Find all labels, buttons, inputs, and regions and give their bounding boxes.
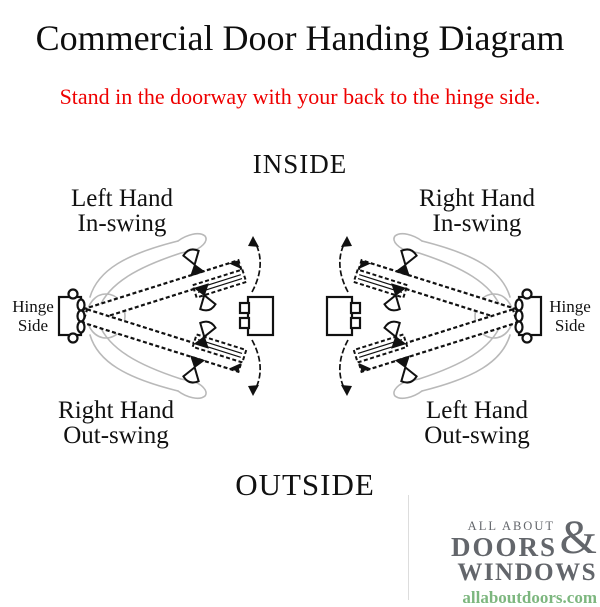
label-right-outswing-line2: Out-swing [424,422,530,449]
label-left-outswing-line2: Out-swing [63,422,169,449]
hinge-side-label-right: Hinge Side [538,297,600,335]
label-left-outswing-line1: Right Hand [58,397,174,424]
label-right-outswing-line1: Left Hand [425,397,529,424]
outside-label: OUTSIDE [235,467,375,502]
label-right-inswing-line2: In-swing [432,210,522,237]
label-left-inswing-line1: Left Hand [70,185,174,212]
logo-doors: DOORS [450,531,557,562]
logo: & ALL ABOUT DOORS WINDOWS allaboutdoors.… [432,511,597,607]
hinge-side-label-left: Hinge Side [1,297,65,335]
inside-label: INSIDE [252,149,348,179]
hinge-side-right-line1: Hinge [549,297,591,316]
label-right-inswing-line1: Right Hand [419,185,535,212]
label-left-inswing-line2: In-swing [77,210,167,237]
left-door-diagram [57,232,275,400]
label-left-outswing: Right Hand Out-swing [26,398,206,448]
hinge-side-left-line1: Hinge [12,297,54,316]
instruction-text: Stand in the doorway with your back to t… [59,84,541,109]
label-right-outswing: Left Hand Out-swing [387,398,567,448]
logo-website-url: allaboutdoors.com [462,587,597,607]
label-right-inswing: Right Hand In-swing [387,186,567,236]
right-door-diagram [325,232,543,400]
logo-windows: WINDOWS [457,559,597,587]
hinge-side-right-line2: Side [554,316,586,336]
hinge-side-left-line2: Side [17,316,49,336]
logo-all-about: ALL ABOUT [467,519,555,533]
page-title: Commercial Door Handing Diagram [35,18,565,58]
logo-divider-line [408,495,409,600]
logo-ampersand: & [559,511,597,564]
label-left-inswing: Left Hand In-swing [32,186,212,236]
